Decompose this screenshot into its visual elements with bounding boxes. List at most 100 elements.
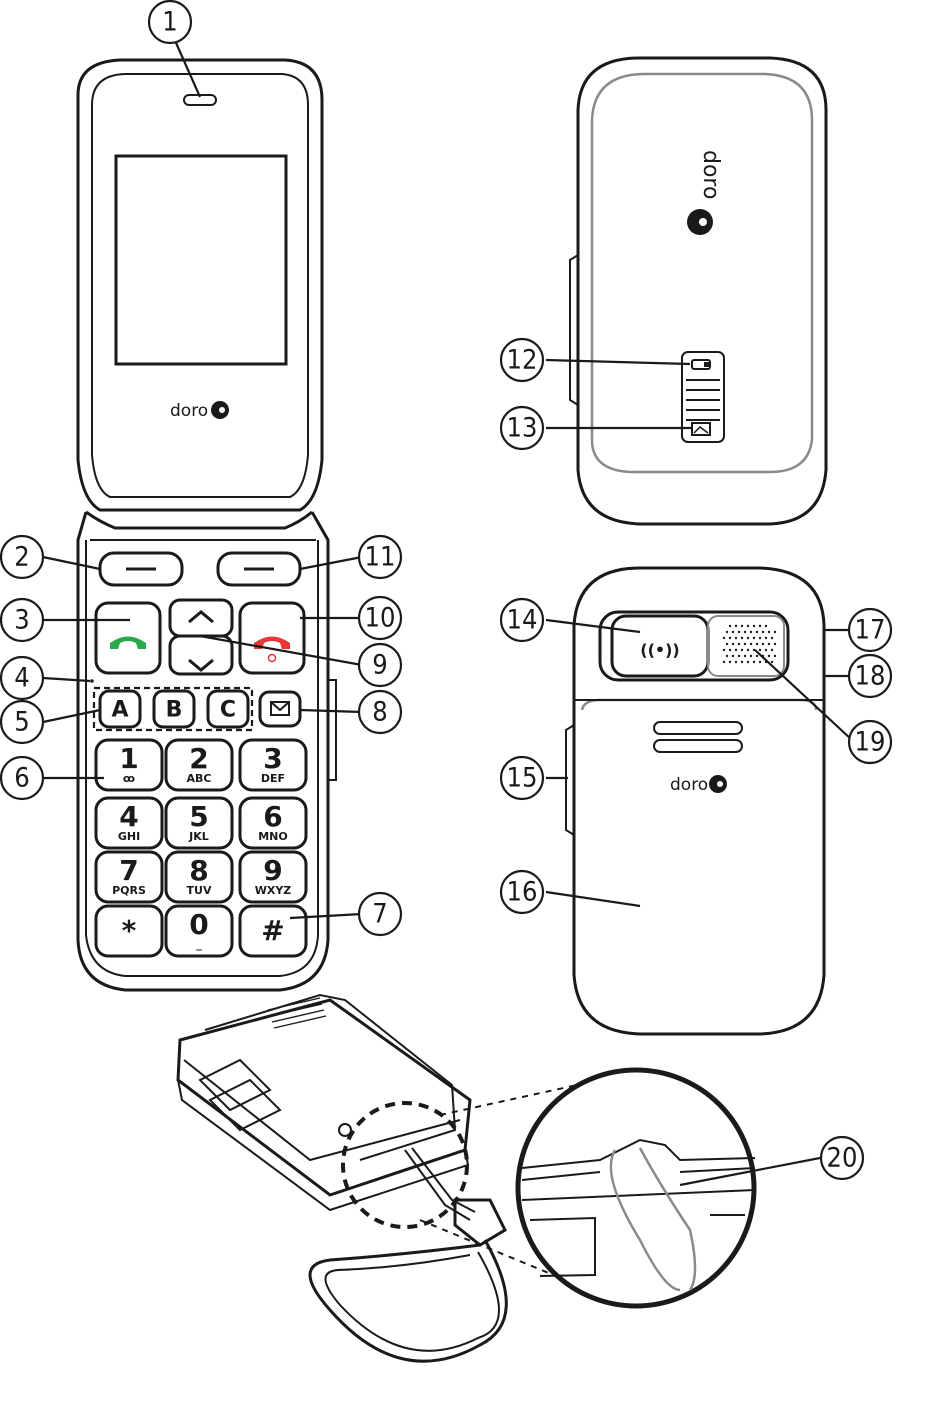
callout-2: 2 <box>1 536 43 578</box>
grille-dot <box>741 649 743 651</box>
key-letters-label: WXYZ <box>255 884 292 897</box>
nav-up-key[interactable] <box>170 600 232 636</box>
grille-dot <box>774 631 776 633</box>
grille-dot <box>765 625 767 627</box>
callout-12: 12 <box>501 339 543 381</box>
grille-dot <box>753 637 755 639</box>
grille-dot <box>726 655 728 657</box>
callout-7: 7 <box>359 893 401 935</box>
grille-dot <box>750 643 752 645</box>
microphone-dot <box>90 679 94 683</box>
key-digit-label: # <box>261 914 284 947</box>
callout-number: 17 <box>855 615 886 646</box>
grille-dot <box>756 655 758 657</box>
grille-dot <box>759 637 761 639</box>
key-letters-label: JKL <box>188 830 209 843</box>
callout-15: 15 <box>501 757 543 799</box>
grille-dot <box>774 643 776 645</box>
key-digit-label: 7 <box>119 854 138 887</box>
callout-number: 19 <box>855 727 886 758</box>
grille-dot <box>729 661 731 663</box>
grille-dot <box>768 631 770 633</box>
callout-14: 14 <box>501 599 543 641</box>
key-digit-label: 9 <box>263 854 282 887</box>
callout-number: 2 <box>14 542 29 573</box>
grille-dot <box>729 649 731 651</box>
grille-dot <box>726 631 728 633</box>
grille-dot <box>756 631 758 633</box>
grille-dot <box>738 631 740 633</box>
back-brand-text: doro <box>698 150 723 199</box>
grille-dot <box>762 643 764 645</box>
key-digit-label: 4 <box>119 800 138 833</box>
callout-number: 1 <box>162 7 177 38</box>
callout-1: 1 <box>149 1 191 43</box>
grille-dot <box>765 637 767 639</box>
key-digit-label: * <box>122 914 137 947</box>
sos-icon: ((•)) <box>640 641 679 660</box>
callout-number: 13 <box>507 413 538 444</box>
callout-3: 3 <box>1 599 43 641</box>
key-digit-label: 3 <box>263 742 282 775</box>
callout-16: 16 <box>501 871 543 913</box>
memory-key-c-label: C <box>220 698 236 723</box>
grille-dot <box>744 631 746 633</box>
grille-dot <box>735 637 737 639</box>
key-digit-label: 5 <box>189 800 208 833</box>
grille-dot <box>756 643 758 645</box>
grille-dot <box>732 631 734 633</box>
key-letters-label: MNO <box>258 830 288 843</box>
key-digit-label: 6 <box>263 800 282 833</box>
grille-dot <box>735 649 737 651</box>
callout-number: 15 <box>507 763 538 794</box>
key-digit-label: 0 <box>189 908 208 941</box>
doro-logo-icon <box>687 209 713 235</box>
key-digit-label: 2 <box>189 742 208 775</box>
grille-dot <box>753 661 755 663</box>
grille-dot <box>768 655 770 657</box>
grille-dot <box>768 643 770 645</box>
grille-dot <box>765 649 767 651</box>
grille-dot <box>726 643 728 645</box>
callout-number: 12 <box>507 345 538 376</box>
callout-number: 18 <box>855 661 886 692</box>
key-letters-label: ꝏ <box>123 772 135 785</box>
grille-dot <box>723 649 725 651</box>
callout-18: 18 <box>849 655 891 697</box>
grille-dot <box>759 649 761 651</box>
doro-logo-icon <box>709 775 727 793</box>
grille-dot <box>744 643 746 645</box>
front-phone: doro A B <box>78 60 336 990</box>
grille-dot <box>738 643 740 645</box>
callout-number: 10 <box>365 603 396 634</box>
callout-4: 4 <box>1 657 43 699</box>
grille-dot <box>738 655 740 657</box>
grille-dot <box>747 625 749 627</box>
key-digit-label: 1 <box>119 742 138 775</box>
grille-dot <box>729 637 731 639</box>
callout-number: 20 <box>827 1143 858 1174</box>
grille-dot <box>735 661 737 663</box>
callout-number: 11 <box>365 542 396 573</box>
callout-11: 11 <box>359 536 401 578</box>
callout-number: 14 <box>507 605 538 636</box>
key-digit-label: 8 <box>189 854 208 887</box>
callout-9: 9 <box>359 644 401 686</box>
callout-number: 6 <box>14 763 29 794</box>
back-closed-phone: doro <box>570 58 826 524</box>
grille-dot <box>750 655 752 657</box>
strap-illustration <box>178 995 755 1361</box>
grille-dot <box>747 661 749 663</box>
callout-number: 8 <box>372 697 387 728</box>
grille-dot <box>723 637 725 639</box>
callout-number: 5 <box>14 707 29 738</box>
callout-13: 13 <box>501 407 543 449</box>
callout-8: 8 <box>359 691 401 733</box>
key-letters-label: _ <box>196 938 202 951</box>
grille-dot <box>771 637 773 639</box>
memory-key-b-label: B <box>166 698 183 723</box>
callout-19: 19 <box>849 721 891 763</box>
grille-dot <box>747 649 749 651</box>
